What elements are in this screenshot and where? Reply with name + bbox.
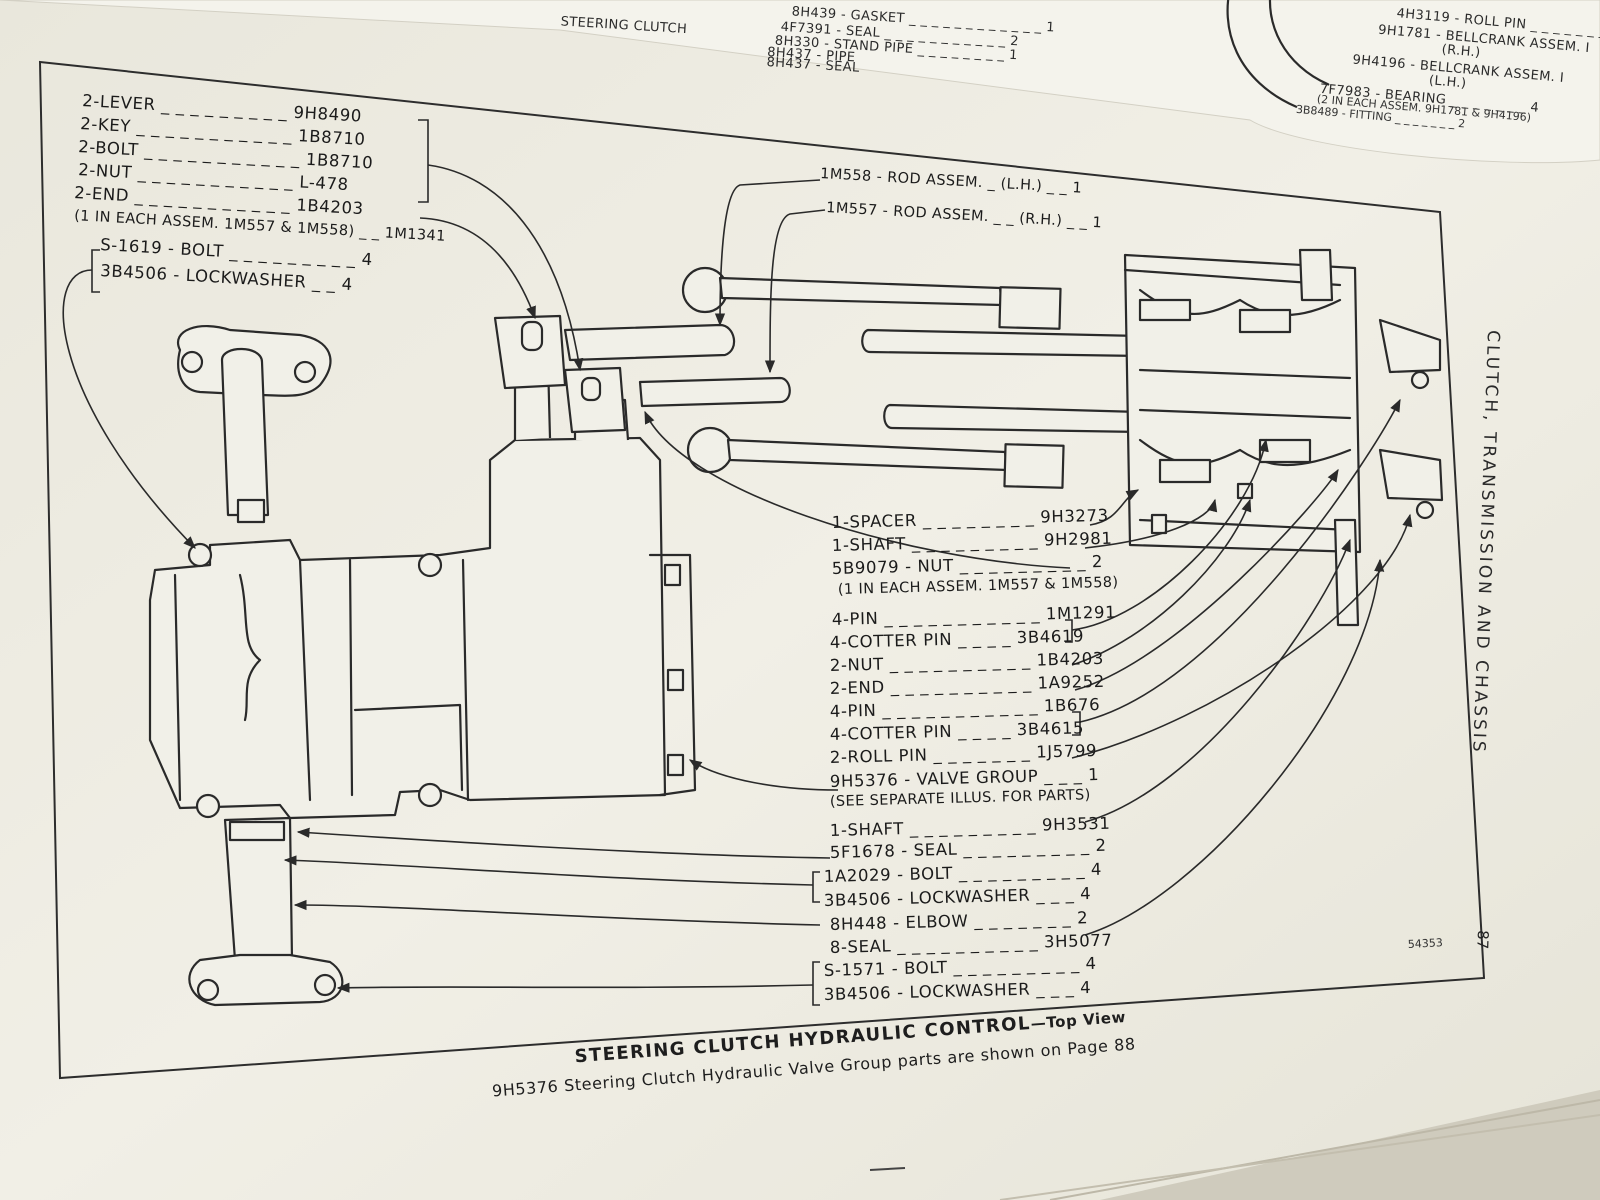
prev-right-line: (R.H.) xyxy=(1441,42,1481,60)
prev-right-line: (L.H.) xyxy=(1428,73,1467,91)
figure-number: 54353 xyxy=(1407,936,1443,951)
page-number: 87 xyxy=(1473,930,1492,950)
part-label: (1 IN EACH ASSEM. 1M557 & 1M558) xyxy=(838,575,1119,598)
hydraulic-control-drawing xyxy=(148,248,1444,1007)
previous-page-right-text: 4H3119 - ROLL PIN _ _ _ _ _ _ _ 1 9H1781… xyxy=(1226,0,1600,131)
prev-line: 8H437 - PIPE xyxy=(767,45,856,65)
figure-border xyxy=(38,60,1486,1080)
previous-page-flap xyxy=(0,0,1600,164)
prev-line: 8H437 - SEAL xyxy=(766,55,860,76)
previous-page-text: 8H439 - GASKET _ _ _ _ _ _ _ _ _ _ _ _ 1… xyxy=(560,4,1055,76)
leader-lines xyxy=(62,119,1413,1006)
part-label: (SEE SEPARATE ILLUS. FOR PARTS) xyxy=(830,787,1091,810)
